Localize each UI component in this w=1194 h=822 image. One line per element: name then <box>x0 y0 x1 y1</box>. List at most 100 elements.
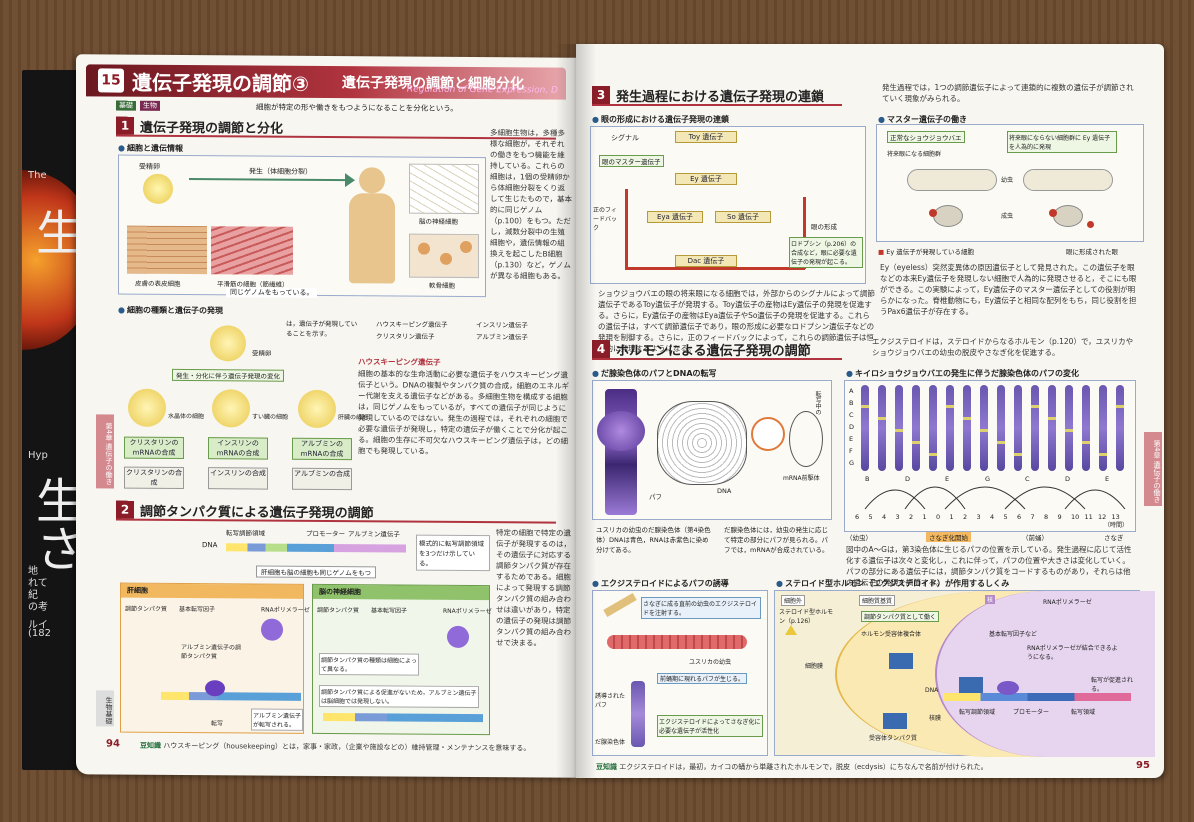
neuron-image <box>409 164 479 214</box>
fig-label: 調節タンパク質 <box>317 605 359 614</box>
section-3-side-text: Ey（eyeless）突然変異体の原因遺伝子として発見された。この遺伝子を眼など… <box>880 262 1142 317</box>
zoom-circle-icon <box>751 417 785 451</box>
section-3-intro: 発生過程では，1つの調節遺伝子によって連鎖的に複数の遺伝子が調節されていく現象が… <box>882 82 1134 104</box>
axis-tick: 5 <box>1004 513 1008 521</box>
fig-note: アルブミン遺伝子が転写される。 <box>251 708 303 730</box>
fig-label: RNAポリメラーゼ <box>261 605 310 614</box>
axis-tick: 3 <box>977 513 981 521</box>
protein-box: クリスタリンの合成 <box>124 467 184 489</box>
chapter-banner: 15 遺伝子発現の調節③ 遺伝子発現の調節と細胞分化 Regulation of… <box>86 64 566 99</box>
fig-label: Ey 遺伝子が発現している細胞 <box>886 248 974 256</box>
steroid-hormone-mechanism-figure: 細胞外 ステロイド型ホルモン（p.126） 細胞質基質 核 RNAポリメラーゼ … <box>774 590 1140 756</box>
puff-transcription-figure: パフ DNA mRNA前駆体 転写中の <box>592 380 832 520</box>
mrna-box: アルブミンのmRNAの合成 <box>292 438 352 460</box>
section-number: 1 <box>116 117 134 135</box>
fig-label: 正のフィードバック <box>593 205 617 232</box>
chapter-title: 遺伝子発現の調節③ <box>132 67 309 97</box>
page-number: 95 <box>1136 760 1150 771</box>
trivia-note: 豆知識 エクジステロイドは，最初，カイコの蛹から単離されたホルモンで，脱皮（ec… <box>596 762 988 772</box>
salivary-chromosome-image <box>605 389 637 515</box>
receptor-icon <box>883 713 907 729</box>
toy-gene-box: Toy 遺伝子 <box>675 131 737 143</box>
fig-label: プロモーター <box>1013 707 1049 716</box>
book-spine <box>556 44 596 778</box>
fig-label: DNA <box>925 687 938 694</box>
axis-tick: 1 <box>923 513 927 521</box>
rna-polymerase-icon <box>261 619 283 641</box>
fig-label: DNA <box>717 487 731 495</box>
section-number: 2 <box>116 501 134 519</box>
mrna-box: クリスタリンのmRNAの合成 <box>124 437 184 459</box>
fig-label: 肝細胞も脳の細胞も同じゲノムをもつ <box>256 566 376 579</box>
legend-note: は，遺伝子が発現していることを示す。 <box>286 318 362 339</box>
dna-strand <box>323 713 483 722</box>
fig-label: 発生（体細胞分裂） <box>249 166 312 176</box>
fig-label: 細胞膜 <box>805 661 823 670</box>
fig-label: 発生・分化に伴う遺伝子発現の変化 <box>172 369 284 382</box>
fig-label: 受精卵 <box>139 162 160 172</box>
larva-icon <box>1023 169 1113 191</box>
puff-curves <box>845 381 1137 533</box>
liver-cell-image <box>298 390 336 428</box>
axis-tick: 10 <box>1071 513 1079 521</box>
human-head-icon <box>359 167 385 193</box>
trivia-note: 豆知識 ハウスキーピング（housekeeping）とは，家事・家政，（企業や施… <box>140 741 530 754</box>
fig-label: 眼の形成 <box>811 221 837 231</box>
fig-label: 基本転写因子 <box>179 604 215 613</box>
dac-gene-box: Dac 遺伝子 <box>675 255 737 267</box>
axis-tick: 4 <box>882 513 886 521</box>
fig-label: RNAポリメラーゼ <box>1043 597 1092 606</box>
fig-label: ユスリカの幼虫 <box>689 657 731 666</box>
fertilized-egg-image <box>143 174 173 204</box>
fig-label: 核 <box>985 595 995 604</box>
under-book-text: (182 <box>28 628 51 639</box>
fig-label: 成虫 <box>1001 211 1013 220</box>
fig-label: 細胞質基質 <box>859 595 895 606</box>
syringe-icon <box>603 593 636 617</box>
fig-note: アルブミン遺伝子の調節タンパク質 <box>181 642 241 660</box>
figure-caption: 同じゲノムをもっている。 <box>226 287 317 298</box>
curve-letter: D <box>1065 475 1070 483</box>
trivia-text: エクジステロイドは，最初，カイコの蛹から単離されたホルモンで，脱皮（ecdysi… <box>619 763 987 771</box>
nucleus <box>935 591 1155 757</box>
fig-label: 皮膚の表皮細胞 <box>135 278 181 288</box>
under-book-text: The <box>28 170 47 181</box>
feedback-arrow <box>625 189 629 269</box>
fertilized-egg-image <box>210 325 246 361</box>
stage-label: （幼虫） <box>846 532 872 542</box>
axis-unit: （時間） <box>1104 520 1128 529</box>
fig-label: プロモーター <box>306 528 345 538</box>
section-3-heading: 3 発生過程における遺伝子発現の連鎖 <box>592 86 842 106</box>
fig-label: 眼に形成された眼 <box>1066 246 1118 256</box>
legend-item: アルブミン遺伝子 <box>476 331 528 341</box>
chapter-number: 15 <box>98 68 124 92</box>
protein-box: インスリンの合成 <box>208 467 268 489</box>
skin-cells-image <box>127 226 207 275</box>
fig-note: 調節タンパク質の種類は細胞によって異なる。 <box>319 653 419 676</box>
legend-swatch-icon: ■ <box>878 248 884 256</box>
induced-chromosome-image <box>631 681 645 747</box>
arrow-head-icon <box>345 173 355 187</box>
fig-label: 転写調節領域 <box>226 527 265 537</box>
curve-letter: D <box>905 475 910 483</box>
fig-label: 基本転写因子 <box>371 605 407 614</box>
axis-tick: 9 <box>1058 513 1062 521</box>
pancreas-cell-image <box>212 389 250 427</box>
axis-tick: 1 <box>950 513 954 521</box>
fig-label: すい臓の細胞 <box>252 411 288 420</box>
subsection-heading: 眼の形成における遺伝子発現の連鎖 <box>592 114 729 125</box>
axis-tick: 8 <box>1044 513 1048 521</box>
section-title: 遺伝子発現の調節と分化 <box>140 117 283 137</box>
curve-letter: E <box>945 475 949 483</box>
stage-label: （前蛹） <box>1022 532 1048 542</box>
left-page: 15 遺伝子発現の調節③ 遺伝子発現の調節と細胞分化 Regulation of… <box>76 54 576 777</box>
liver-cell-panel: 肝細胞 調節タンパク質 基本転写因子 RNAポリメラーゼ アルブミン遺伝子の調節… <box>120 583 304 734</box>
curve-letter: C <box>1025 475 1030 483</box>
fig-label: 転写が促進される。 <box>1091 675 1139 693</box>
subsection-heading: エクジステロイドによるパフの誘導 <box>592 578 729 589</box>
housekeeping-text: 細胞の基本的な生命活動に必要な遺伝子をハウスキーピング遺伝子という。DNAの複製… <box>358 368 570 457</box>
right-page: 3 発生過程における遺伝子発現の連鎖 発生過程では，1つの調節遺伝子によって連鎖… <box>576 44 1164 778</box>
dna-strand <box>943 693 1131 701</box>
feedback-arrow <box>625 267 805 270</box>
fig-label: RNAポリメラーゼ <box>443 606 492 615</box>
